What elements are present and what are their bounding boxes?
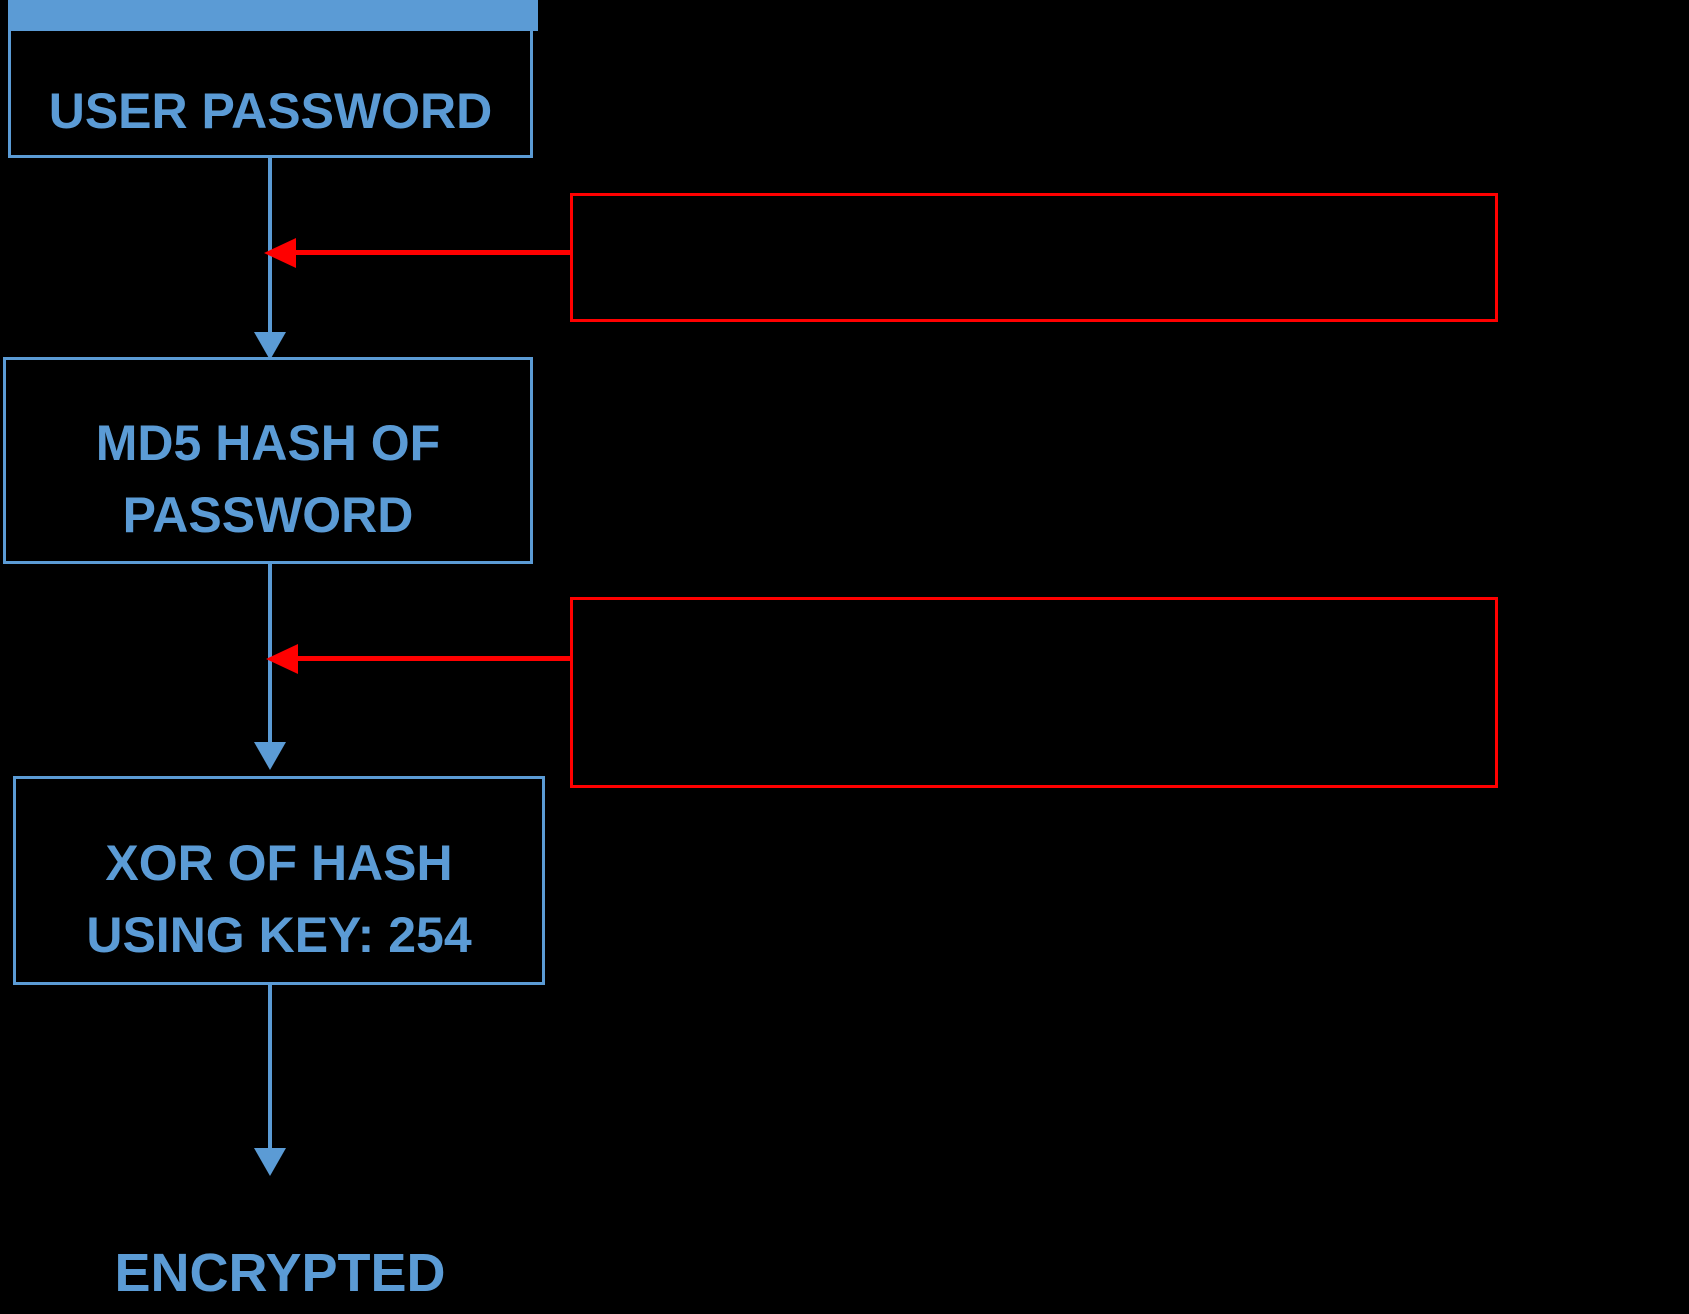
node-user-password-label: USER PASSWORD (48, 83, 493, 139)
annotation-arrow-2-line (296, 656, 572, 661)
annotation-arrow-2-left-arrowhead-icon (266, 644, 298, 674)
node-md5-hash-label-line1: MD5 HASH OF (95, 414, 441, 471)
node-encrypted-label: ENCRYPTED (114, 1243, 446, 1303)
annotation-arrow-1-left-arrowhead-icon (264, 238, 296, 268)
annotation-arrow-1-line (294, 250, 572, 255)
node-md5-hash-label-line2: PASSWORD (122, 486, 414, 543)
flow-arrow-3-line (268, 985, 272, 1149)
annotation-box-2 (570, 597, 1498, 788)
node-user-password: USER PASSWORD (8, 28, 533, 158)
flow-arrow-3-down-arrowhead-icon (254, 1148, 286, 1176)
user-password-header-bar (8, 0, 538, 31)
node-md5-hash: MD5 HASH OF PASSWORD (3, 357, 533, 564)
flow-arrow-1-down-arrowhead-icon (254, 332, 286, 360)
node-xor-hash-label-line2: USING KEY: 254 (86, 906, 472, 963)
node-xor-hash-label-line1: XOR OF HASH (105, 834, 453, 891)
flow-arrow-2-down-arrowhead-icon (254, 742, 286, 770)
annotation-box-1 (570, 193, 1498, 322)
node-xor-hash: XOR OF HASH USING KEY: 254 (13, 776, 545, 985)
